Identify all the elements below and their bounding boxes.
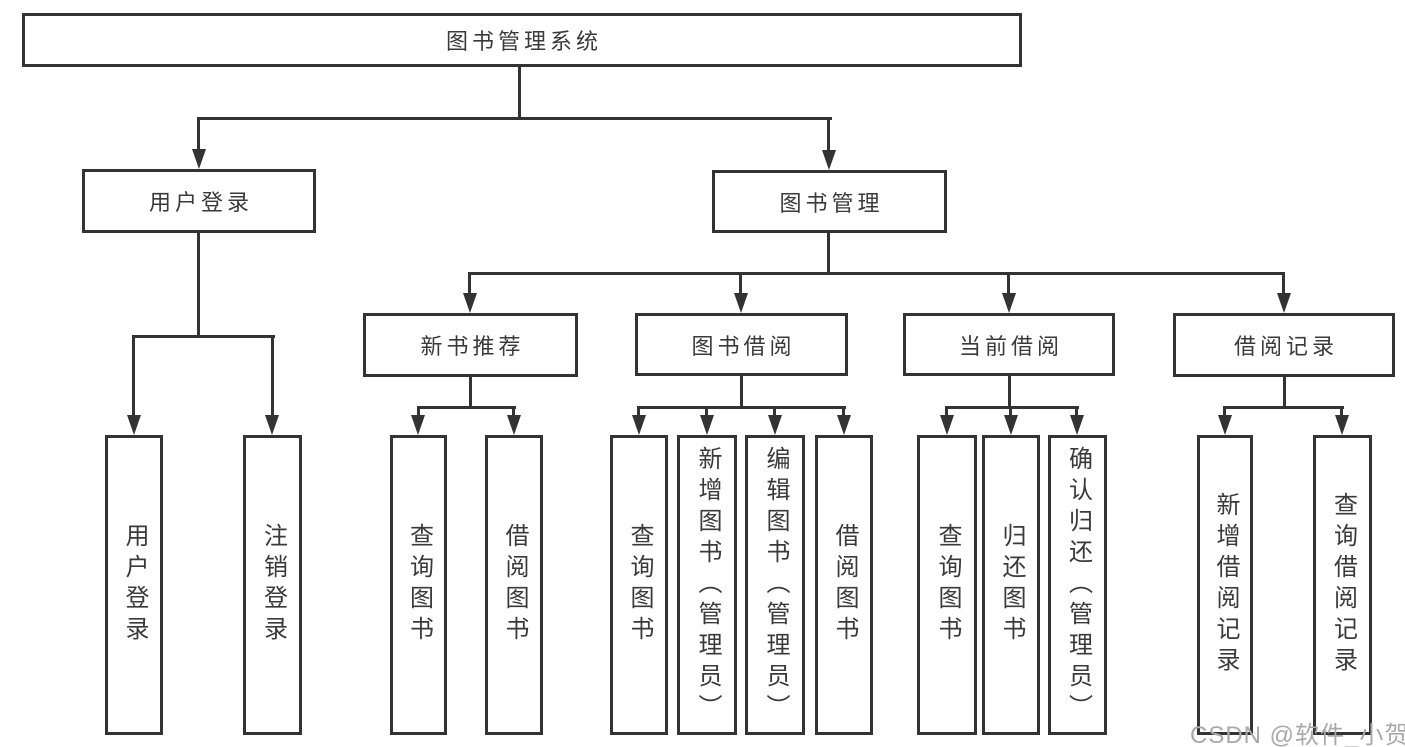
connector-line — [946, 406, 1079, 409]
connector-line — [469, 272, 1285, 275]
arrow-down-icon — [768, 415, 782, 435]
arrow-down-icon — [1335, 415, 1349, 435]
connector-line — [417, 406, 516, 409]
arrow-down-icon — [1218, 415, 1232, 435]
connector-line — [1075, 406, 1078, 417]
connector-line — [705, 406, 708, 417]
node-book-borrow: 图书借阅 — [635, 313, 848, 376]
arrow-down-icon — [940, 415, 954, 435]
arrow-down-icon — [192, 149, 206, 169]
connector-line — [827, 117, 830, 152]
connector-line — [1007, 272, 1010, 295]
connector-line — [739, 272, 742, 295]
leaf-borrow-add-books-admin: 新增图书（管理员） — [677, 435, 737, 735]
leaf-records-add-record: 新增借阅记录 — [1197, 435, 1253, 735]
connector-line — [132, 335, 135, 416]
connector-line — [197, 233, 200, 337]
arrow-down-icon — [1277, 293, 1291, 313]
node-user-login: 用户登录 — [82, 169, 316, 233]
arrow-down-icon — [837, 415, 851, 435]
leaf-records-query-record: 查询借阅记录 — [1313, 435, 1372, 735]
csdn-watermark: CSDN @软件_小贺同学 — [1190, 722, 1405, 747]
leaf-current-return-books: 归还图书 — [982, 435, 1040, 735]
connector-line — [1008, 375, 1011, 408]
arrow-down-icon — [700, 415, 714, 435]
connector-line — [132, 335, 275, 338]
connector-line — [417, 406, 420, 417]
arrow-down-icon — [822, 150, 836, 170]
leaf-recommend-borrow-books: 借阅图书 — [485, 435, 543, 735]
arrow-down-icon — [1004, 415, 1018, 435]
connector-line — [1009, 406, 1012, 417]
leaf-user-login: 用户登录 — [105, 435, 163, 735]
leaf-borrow-query-books: 查询图书 — [610, 435, 668, 735]
connector-line — [842, 406, 845, 417]
connector-line — [469, 377, 472, 408]
connector-line — [197, 117, 832, 120]
arrow-down-icon — [127, 415, 141, 435]
connector-line — [1282, 272, 1285, 295]
connector-line — [1340, 406, 1343, 417]
node-current-borrow: 当前借阅 — [903, 313, 1115, 376]
node-library-management-system: 图书管理系统 — [22, 13, 1022, 67]
arrow-down-icon — [507, 415, 521, 435]
leaf-recommend-query-books: 查询图书 — [390, 435, 447, 735]
arrow-down-icon — [265, 415, 279, 435]
leaf-borrow-borrow-books: 借阅图书 — [815, 435, 873, 735]
connector-line — [637, 406, 640, 417]
arrow-down-icon — [734, 293, 748, 313]
leaf-logout: 注销登录 — [243, 435, 302, 735]
connector-line — [468, 272, 471, 295]
node-borrow-records: 借阅记录 — [1173, 313, 1395, 377]
leaf-current-confirm-return-admin: 确认归还（管理员） — [1048, 435, 1107, 735]
arrow-down-icon — [632, 415, 646, 435]
connector-line — [773, 406, 776, 417]
connector-line — [1224, 406, 1344, 409]
connector-line — [197, 117, 200, 151]
connector-line — [271, 335, 274, 416]
arrow-down-icon — [463, 293, 477, 313]
connector-line — [512, 406, 515, 417]
leaf-current-query-books: 查询图书 — [917, 435, 977, 735]
connector-line — [1223, 406, 1226, 417]
connector-line — [518, 66, 521, 120]
arrow-down-icon — [1070, 415, 1084, 435]
connector-line — [638, 406, 846, 409]
arrow-down-icon — [411, 415, 425, 435]
connector-line — [945, 406, 948, 417]
connector-line — [740, 375, 743, 408]
node-book-management: 图书管理 — [712, 170, 947, 233]
connector-line — [1283, 377, 1286, 408]
connector-line — [827, 233, 830, 275]
leaf-borrow-edit-books-admin: 编辑图书（管理员） — [745, 435, 805, 735]
node-new-book-recommend: 新书推荐 — [363, 313, 578, 377]
arrow-down-icon — [1002, 293, 1016, 313]
